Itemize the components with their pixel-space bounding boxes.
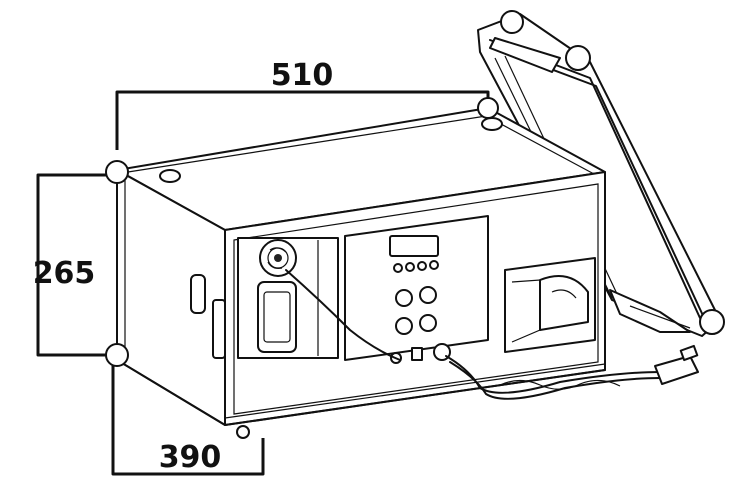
lid-corner-knob — [565, 45, 591, 71]
fan-compartment — [237, 237, 339, 359]
fluid-bottle — [257, 281, 297, 353]
enter-button[interactable] — [429, 260, 439, 270]
dimension-depth: 390 — [111, 365, 265, 476]
lcd-display — [389, 235, 439, 257]
control-panel — [344, 215, 489, 364]
dimension-height: 265 — [33, 173, 110, 357]
menu-button[interactable] — [393, 263, 403, 273]
power-cable — [445, 355, 661, 394]
dmx-in-connector[interactable] — [395, 289, 413, 307]
power-plug-icon — [654, 355, 699, 385]
top-latch — [481, 117, 503, 131]
flight-case — [105, 97, 606, 439]
corner-ball-icon — [105, 160, 129, 184]
dimension-depth-label: 390 — [159, 440, 222, 475]
panel-plate — [344, 215, 489, 361]
side-latch — [212, 299, 226, 359]
output-nozzle — [504, 257, 596, 353]
corner-ball-icon — [105, 343, 129, 367]
corner-ball-icon — [477, 97, 499, 119]
lid-corner-knob — [699, 309, 725, 335]
dimension-width-label: 510 — [271, 58, 334, 93]
xlr-connector[interactable] — [395, 317, 413, 335]
cables — [285, 269, 699, 400]
fuse-holder — [411, 347, 423, 361]
xlr-connector[interactable] — [419, 314, 437, 332]
nozzle-icon — [539, 275, 589, 331]
down-button[interactable] — [417, 261, 427, 271]
dimension-height-line — [36, 173, 110, 357]
dimension-depth-line — [111, 365, 265, 476]
fluid-hose — [285, 269, 401, 361]
foot — [236, 425, 250, 439]
dmx-out-connector[interactable] — [419, 286, 437, 304]
lid-corner-knob — [500, 10, 524, 34]
dimension-height-label: 265 — [33, 256, 96, 291]
side-handle-icon — [190, 274, 206, 314]
top-latch — [159, 169, 181, 183]
up-button[interactable] — [405, 262, 415, 272]
